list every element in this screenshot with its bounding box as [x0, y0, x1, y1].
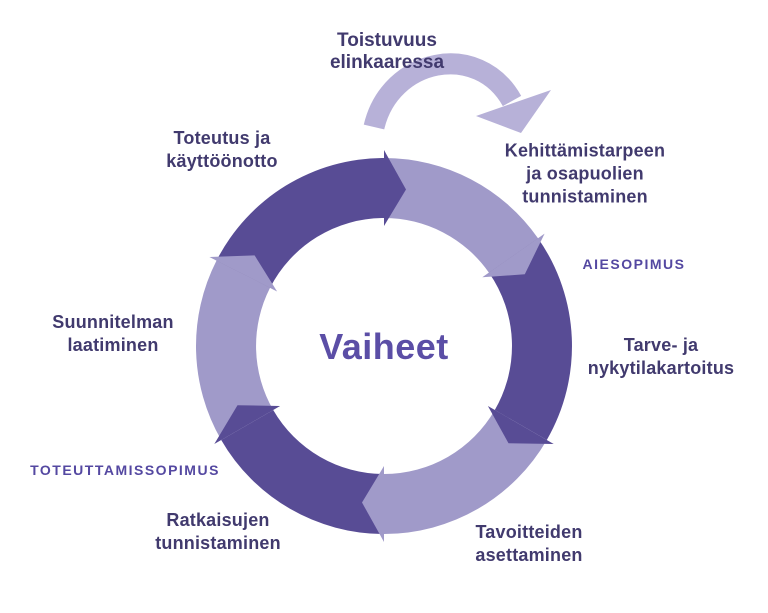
- ring-arrowhead-10-oclock: [209, 255, 278, 292]
- phase-label-implementation-line1: Toteutus ja: [173, 128, 271, 148]
- ring-arrowhead-1-oclock: [482, 233, 545, 278]
- phase-label-set-goals: Tavoitteiden asettaminen: [475, 521, 582, 567]
- phase-label-identify-needs-line1: Kehittämistarpeen: [504, 140, 666, 161]
- phase-label-identify-solutions-line2: tunnistaminen: [155, 533, 281, 553]
- ring-segment-bottom-right: [384, 410, 547, 534]
- ring-segment-left: [195, 260, 274, 440]
- phase-label-identify-needs-line2: ja osapuolien: [526, 163, 644, 184]
- phase-label-set-goals-line2: asettaminen: [475, 545, 583, 565]
- phase-label-identify-solutions: Ratkaisujen tunnistaminen: [155, 509, 281, 555]
- ring-segment-right: [488, 238, 572, 440]
- ring-arrowhead-6-oclock: [362, 466, 384, 542]
- phase-label-needs-survey: Tarve- ja nykytilakartoitus: [588, 334, 734, 380]
- ring-arrowhead-8-oclock: [214, 405, 281, 444]
- phase-label-make-plan-line1: Suunnitelman: [52, 312, 174, 332]
- ring-arrowhead-4-oclock: [487, 406, 554, 444]
- phase-label-identify-needs-line3: tunnistaminen: [522, 186, 648, 207]
- ring-segment-top-right: [384, 158, 538, 273]
- ring-segment-top-left: [216, 157, 384, 288]
- ring-segment-bottom-left: [221, 410, 384, 534]
- phase-label-set-goals-line1: Tavoitteiden: [475, 522, 583, 542]
- recurrence-note-line2: elinkaaressa: [329, 52, 445, 73]
- phase-label-make-plan-line2: laatiminen: [67, 335, 159, 355]
- phase-label-implementation-line2: käyttöönotto: [166, 151, 278, 171]
- phase-label-make-plan: Suunnitelman laatiminen: [52, 311, 173, 357]
- recurrence-note-line1: Toistuvuus: [337, 30, 437, 51]
- milestone-label-intent-agreement: AIESOPIMUS: [582, 256, 686, 272]
- phase-label-needs-survey-line1: Tarve- ja: [623, 335, 699, 355]
- recurrence-arrowhead: [476, 90, 551, 133]
- phase-label-identify-solutions-line1: Ratkaisujen: [166, 510, 270, 530]
- center-title: Vaiheet: [319, 326, 449, 367]
- phase-label-needs-survey-line2: nykytilakartoitus: [587, 358, 735, 378]
- recurrence-note: Toistuvuus elinkaaressa: [330, 30, 444, 74]
- ring-arrowhead-12-oclock: [384, 150, 406, 226]
- phase-label-identify-needs: Kehittämistarpeen ja osapuolien tunnista…: [505, 140, 665, 209]
- phase-label-implementation: Toteutus ja käyttöönotto: [166, 127, 277, 173]
- recurrence-arrow-curve: [363, 53, 522, 130]
- milestone-label-implementation-agreement: TOTEUTTAMISSOPIMUS: [30, 462, 220, 478]
